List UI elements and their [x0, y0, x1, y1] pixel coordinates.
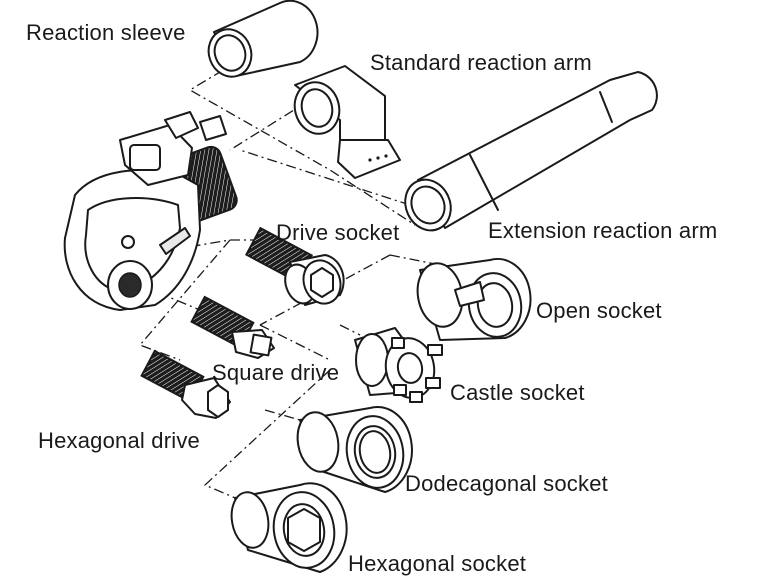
wrench-body-part: [63, 111, 238, 311]
reaction-sleeve-part: [207, 0, 319, 78]
label-hexagonal-drive: Hexagonal drive: [38, 428, 200, 453]
dodecagonal-socket-part: [296, 405, 413, 493]
extension-reaction-arm-part: [404, 71, 658, 232]
label-standard-reaction-arm: Standard reaction arm: [370, 50, 592, 75]
standard-reaction-arm-part: [293, 65, 401, 179]
leader-lines: [138, 59, 441, 501]
label-hexagonal-socket: Hexagonal socket: [348, 551, 527, 576]
label-square-drive: Square drive: [212, 360, 340, 385]
label-open-socket: Open socket: [536, 298, 662, 323]
label-reaction-sleeve: Reaction sleeve: [26, 20, 186, 45]
square-drive-part: [190, 295, 275, 359]
castle-socket-part: [354, 327, 443, 403]
label-extension-reaction-arm: Extension reaction arm: [488, 218, 718, 243]
hexagonal-drive-part: [140, 349, 231, 419]
label-dodecagonal-socket: Dodecagonal socket: [405, 471, 608, 496]
label-castle-socket: Castle socket: [450, 380, 585, 405]
label-drive-socket: Drive socket: [276, 220, 400, 245]
hexagonal-socket-part: [230, 482, 348, 573]
drive-socket-part: [245, 226, 345, 306]
open-socket-part: [416, 257, 532, 341]
